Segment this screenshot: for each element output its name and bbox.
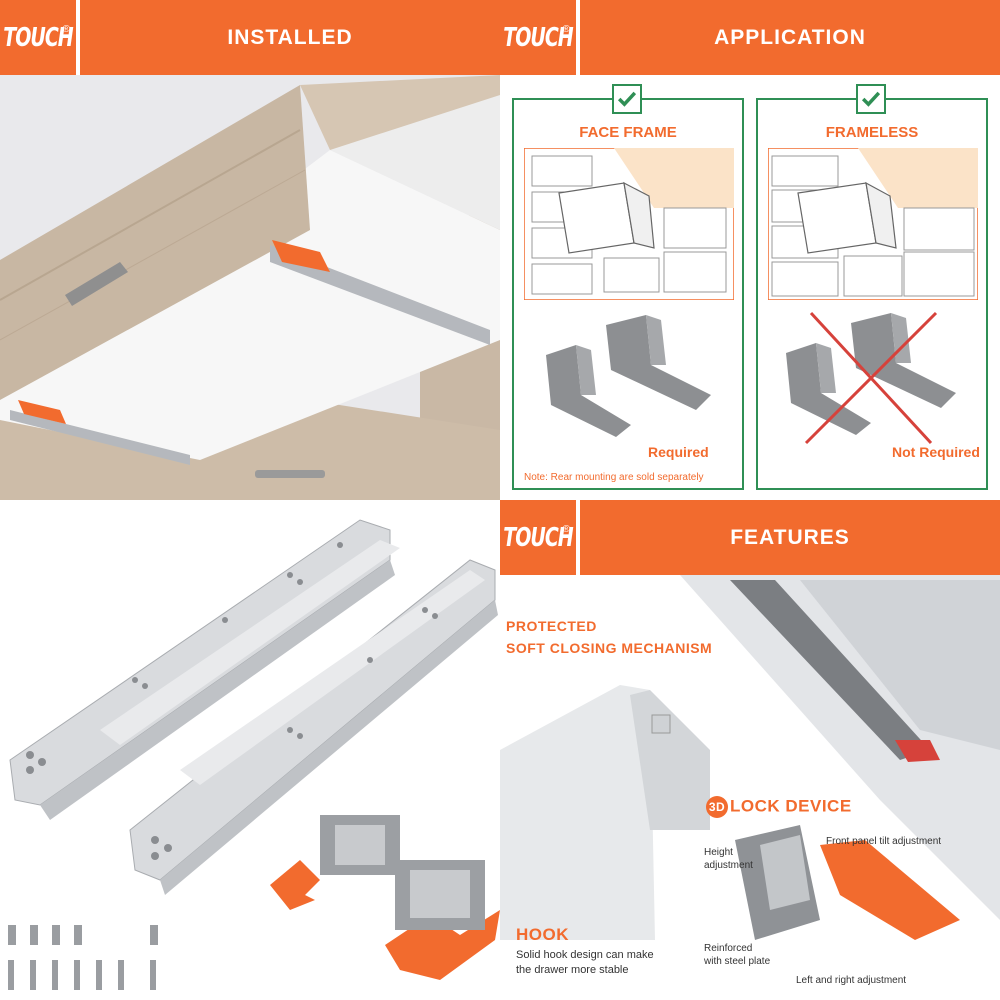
rear-mounting-note: Note: Rear mounting are sold separately xyxy=(524,472,704,483)
hook-title: HOOK xyxy=(516,925,569,944)
mechanism-label-line2: SOFT CLOSING MECHANISM xyxy=(506,640,713,656)
rear-mounting-bracket-icon xyxy=(546,315,711,437)
installed-title-box: INSTALLED xyxy=(80,0,500,75)
3d-badge: 3D xyxy=(706,796,728,818)
frameless-heading: FRAMELESS xyxy=(825,124,919,141)
brand-logo: TOUCH ® xyxy=(500,0,576,75)
face-frame-heading: FACE FRAME xyxy=(579,124,677,141)
product-panel xyxy=(0,500,500,1000)
features-title-box: FEATURES xyxy=(580,500,1000,575)
frameless-cabinet-illustration xyxy=(768,148,978,300)
face-frame-card: FACE FRAME Required Note: Rear mounting … xyxy=(512,98,744,490)
face-frame-status: Required xyxy=(648,444,709,460)
application-banner: TOUCH ® APPLICATION xyxy=(500,0,1000,75)
installed-panel: TOUCH ® INSTALLED xyxy=(0,0,500,500)
application-panel: TOUCH ® APPLICATION FACE FRAME xyxy=(500,0,1000,500)
face-frame-check-icon xyxy=(612,84,642,114)
installed-title: INSTALLED xyxy=(227,25,353,49)
left-right-adjustment-label: Left and right adjustment xyxy=(796,975,907,986)
height-adjustment-label: Height adjustment xyxy=(704,847,753,871)
brand-logo: TOUCH ® xyxy=(0,0,76,75)
rear-mounting-bracket-crossed-icon xyxy=(786,311,956,445)
reinforced-label: Reinforced with steel plate xyxy=(704,943,771,967)
drawer-slides-product-illustration xyxy=(0,500,500,1000)
face-frame-cabinet-illustration xyxy=(524,148,734,300)
hook-description: Solid hook design can make the drawer mo… xyxy=(516,949,654,976)
features-banner: TOUCH ® FEATURES xyxy=(500,500,1000,575)
features-title: FEATURES xyxy=(730,525,850,549)
tilt-adjustment-label: Front panel tilt adjustment xyxy=(826,836,942,847)
brand-logo: TOUCH ® xyxy=(500,500,576,575)
installed-drawer-illustration xyxy=(0,0,500,500)
frameless-status: Not Required xyxy=(892,444,980,460)
installed-banner: TOUCH ® INSTALLED xyxy=(0,0,500,75)
features-slide-illustration xyxy=(500,500,1000,1000)
application-title-box: APPLICATION xyxy=(580,0,1000,75)
frameless-card: FRAMELESS Not Required xyxy=(756,98,988,490)
frameless-check-icon xyxy=(856,84,886,114)
application-title: APPLICATION xyxy=(714,25,866,49)
mechanism-label-line1: PROTECTED xyxy=(506,618,597,634)
features-panel: TOUCH ® FEATURES PROTECTED SOFT CLOSING … xyxy=(500,500,1000,1000)
